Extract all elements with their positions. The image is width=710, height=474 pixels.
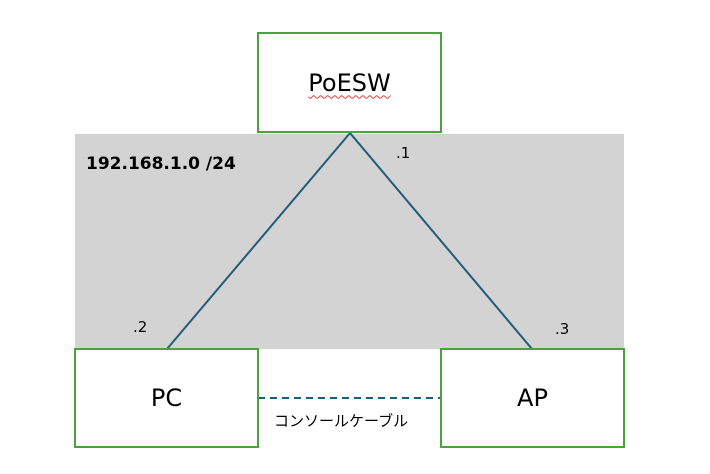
ap-label: AP bbox=[517, 384, 548, 412]
ap-host-suffix: .3 bbox=[555, 320, 570, 338]
switch-host-suffix: .1 bbox=[396, 144, 411, 162]
switch-label: PoESW bbox=[308, 68, 391, 97]
ap-node[interactable]: AP bbox=[440, 348, 625, 448]
link-switch-pc bbox=[166, 132, 351, 350]
pc-label: PC bbox=[150, 384, 183, 412]
pc-host-suffix: .2 bbox=[133, 318, 148, 336]
link-switch-ap bbox=[349, 132, 533, 350]
console-cable-label: コンソールケーブル bbox=[274, 412, 409, 430]
pc-node[interactable]: PC bbox=[74, 348, 259, 448]
subnet-area bbox=[75, 134, 624, 349]
switch-node[interactable]: PoESW bbox=[257, 32, 442, 133]
subnet-label: 192.168.1.0 /24 bbox=[86, 154, 236, 174]
